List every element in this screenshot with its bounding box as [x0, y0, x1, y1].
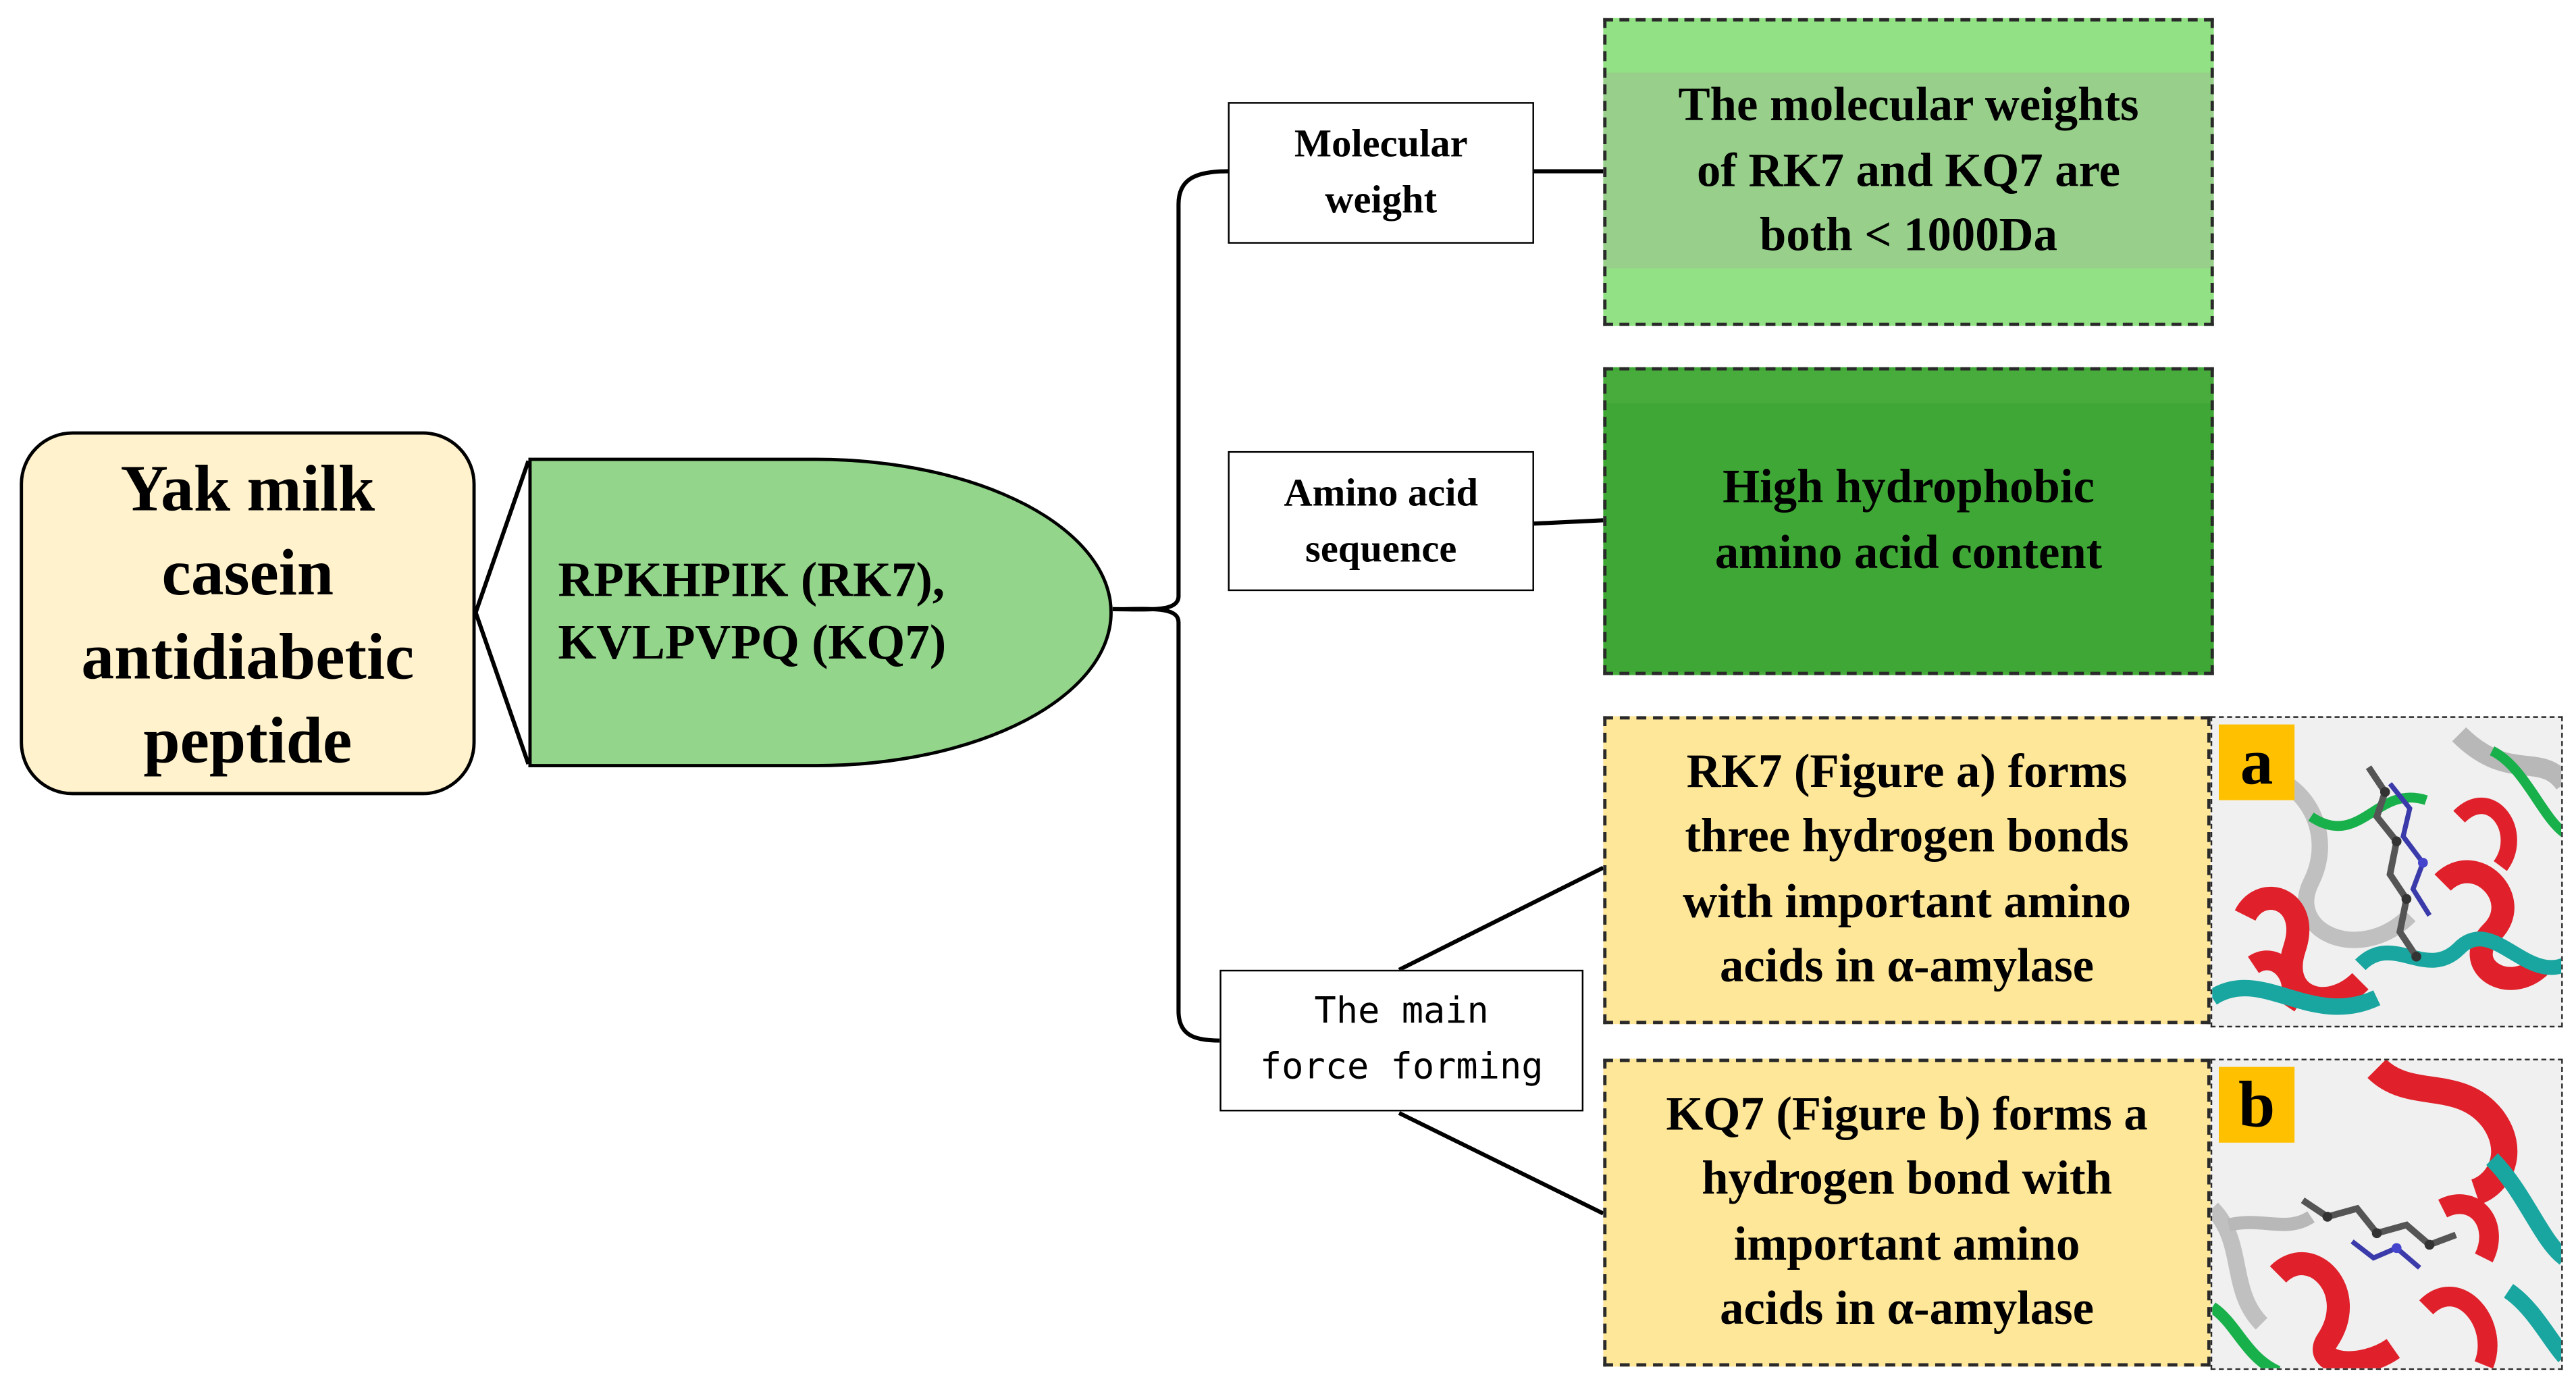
- figure-a-badge: a: [2219, 724, 2295, 800]
- label-line: Amino acid: [1284, 471, 1479, 515]
- result-line: with important amino: [1683, 875, 2131, 928]
- label-line: force forming: [1259, 1047, 1544, 1089]
- connector-sequence-result: [1533, 518, 1604, 526]
- bracket-upper: [1112, 169, 1228, 612]
- result-line: High hydrophobic: [1723, 461, 2095, 514]
- result-line: acids in α-amylase: [1720, 1282, 2095, 1335]
- figure-b-badge: b: [2219, 1066, 2295, 1143]
- connector-force-result-a: [1398, 865, 1604, 972]
- figure-b-molecular-docking: b: [2210, 1058, 2563, 1370]
- label-main-force: The main force forming: [1219, 969, 1584, 1112]
- connector-root-bottom: [473, 611, 531, 765]
- result-line: acids in α-amylase: [1720, 940, 2095, 993]
- label-line: weight: [1325, 179, 1438, 223]
- peptide-line: KVLPVPQ (KQ7): [558, 615, 947, 671]
- result-amino-acid-sequence: High hydrophobic amino acid content: [1603, 367, 2214, 675]
- label-line: sequence: [1305, 528, 1457, 571]
- root-title-line: antidiabetic: [81, 618, 415, 693]
- label-line: The main: [1314, 991, 1489, 1033]
- result-line: both < 1000Da: [1760, 209, 2057, 263]
- result-line: KQ7 (Figure b) forms a: [1666, 1087, 2148, 1141]
- root-title-line: Yak milk: [120, 450, 375, 525]
- peptide-line: RPKHPIK (RK7),: [558, 553, 945, 608]
- connector-force-result-b: [1398, 1111, 1604, 1216]
- result-line: hydrogen bond with: [1702, 1152, 2112, 1206]
- result-line: important amino: [1733, 1217, 2080, 1270]
- result-kq7-hydrogen-bond: KQ7 (Figure b) forms a hydrogen bond wit…: [1603, 1058, 2211, 1367]
- bracket-lower: [1112, 607, 1220, 1043]
- label-amino-acid-sequence: Amino acid sequence: [1228, 451, 1534, 592]
- label-molecular-weight: Molecular weight: [1228, 102, 1534, 244]
- result-line: RK7 (Figure a) forms: [1686, 745, 2128, 798]
- result-line: amino acid content: [1714, 525, 2103, 579]
- result-rk7-hydrogen-bonds: RK7 (Figure a) forms three hydrogen bond…: [1603, 716, 2211, 1025]
- result-line: three hydrogen bonds: [1685, 810, 2129, 863]
- root-title-line: casein: [161, 534, 334, 609]
- connector-root-top: [473, 460, 531, 613]
- root-title-line: peptide: [143, 702, 352, 777]
- result-line: The molecular weights: [1678, 79, 2139, 132]
- label-line: Molecular: [1294, 123, 1468, 167]
- peptide-node: RPKHPIK (RK7), KVLPVPQ (KQ7): [528, 457, 1113, 767]
- figure-a-molecular-docking: a: [2210, 716, 2563, 1028]
- result-line: of RK7 and KQ7 are: [1696, 144, 2121, 197]
- root-node: Yak milk casein antidiabetic peptide: [20, 431, 476, 796]
- result-molecular-weight: The molecular weights of RK7 and KQ7 are…: [1603, 18, 2214, 326]
